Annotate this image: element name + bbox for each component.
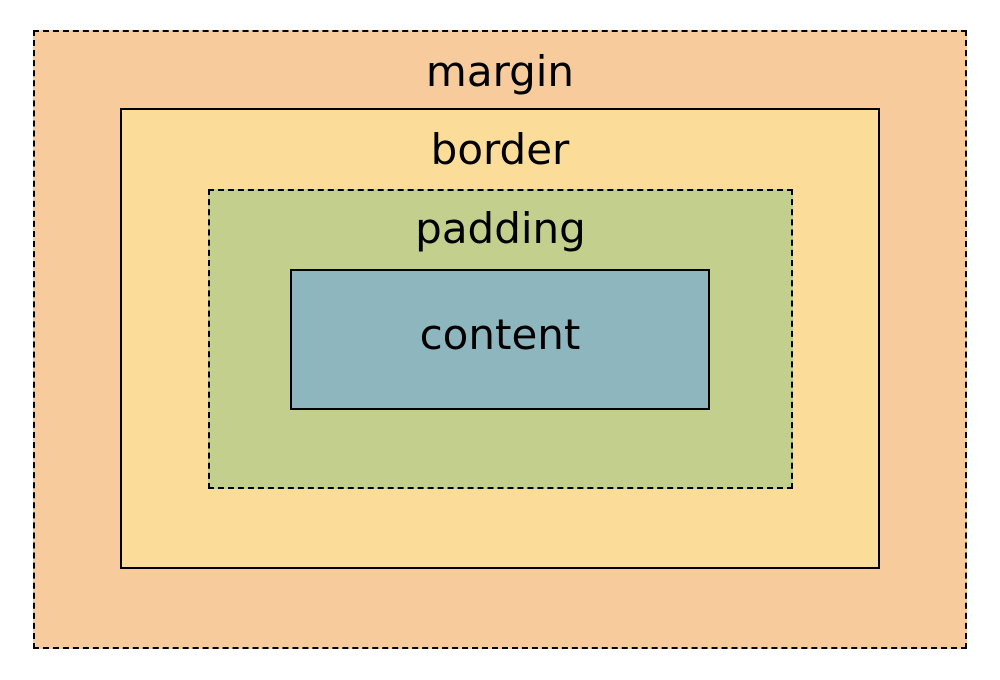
border-label: border <box>430 125 570 174</box>
content-box: content <box>290 269 710 410</box>
content-label: content <box>419 310 581 359</box>
padding-label: padding <box>415 204 586 253</box>
margin-label: margin <box>425 47 575 96</box>
